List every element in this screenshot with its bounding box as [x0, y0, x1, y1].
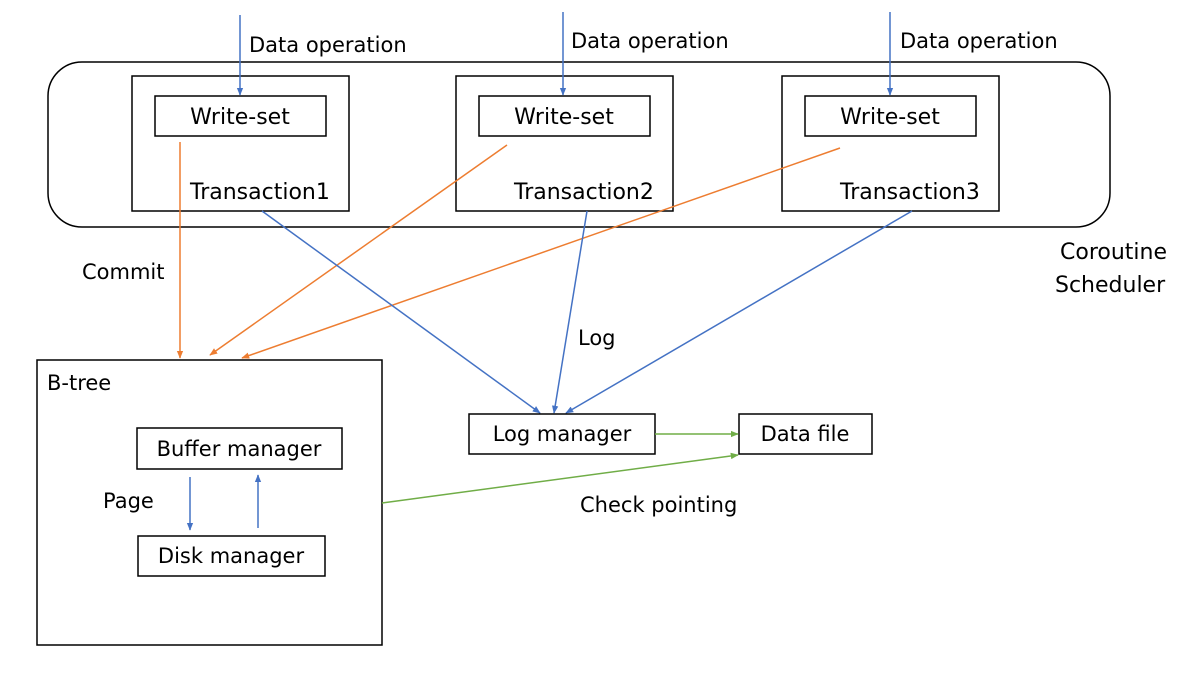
transaction3-label: Transaction3	[839, 180, 980, 205]
transaction3-write-set-box	[804, 95, 977, 137]
log-manager-box	[468, 413, 656, 455]
log-manager-label: Log manager	[493, 422, 632, 446]
log-label: Log	[578, 326, 616, 350]
data-operation-label-2: Data operation	[571, 29, 729, 53]
buffer-manager-box	[136, 427, 343, 470]
buffer-manager-label: Buffer manager	[157, 437, 322, 461]
data-operation-label-1: Data operation	[249, 33, 407, 57]
transaction2-write-set-label: Write-set	[514, 105, 614, 130]
transaction3-write-set-label: Write-set	[840, 105, 940, 130]
checkpoint-arrow	[381, 452, 739, 504]
transaction2-label: Transaction2	[513, 180, 654, 205]
btree-box	[36, 359, 383, 646]
scheduler-label-line2: Scheduler	[1055, 273, 1166, 298]
transaction1-write-set-box	[154, 95, 327, 137]
data-file-box	[738, 413, 873, 455]
page-label: Page	[103, 489, 154, 513]
commit-label: Commit	[82, 260, 165, 284]
commit-arrow-3	[241, 147, 841, 359]
commit-arrow-2	[209, 144, 508, 356]
log-arrow-2	[552, 210, 588, 414]
checkpoint-label: Check pointing	[580, 493, 737, 517]
transaction2-write-set-box	[478, 95, 651, 137]
log-arrow-1	[261, 210, 541, 414]
disk-manager-label: Disk manager	[158, 544, 305, 568]
disk-manager-box	[137, 535, 326, 577]
transaction1-label: Transaction1	[189, 180, 330, 205]
data-file-label: Data file	[761, 422, 850, 446]
transaction1-write-set-label: Write-set	[190, 105, 290, 130]
btree-label: B-tree	[47, 371, 111, 395]
data-operation-label-3: Data operation	[900, 29, 1058, 53]
log-arrow-3	[565, 210, 913, 414]
scheduler-label-line1: Coroutine	[1060, 240, 1167, 265]
